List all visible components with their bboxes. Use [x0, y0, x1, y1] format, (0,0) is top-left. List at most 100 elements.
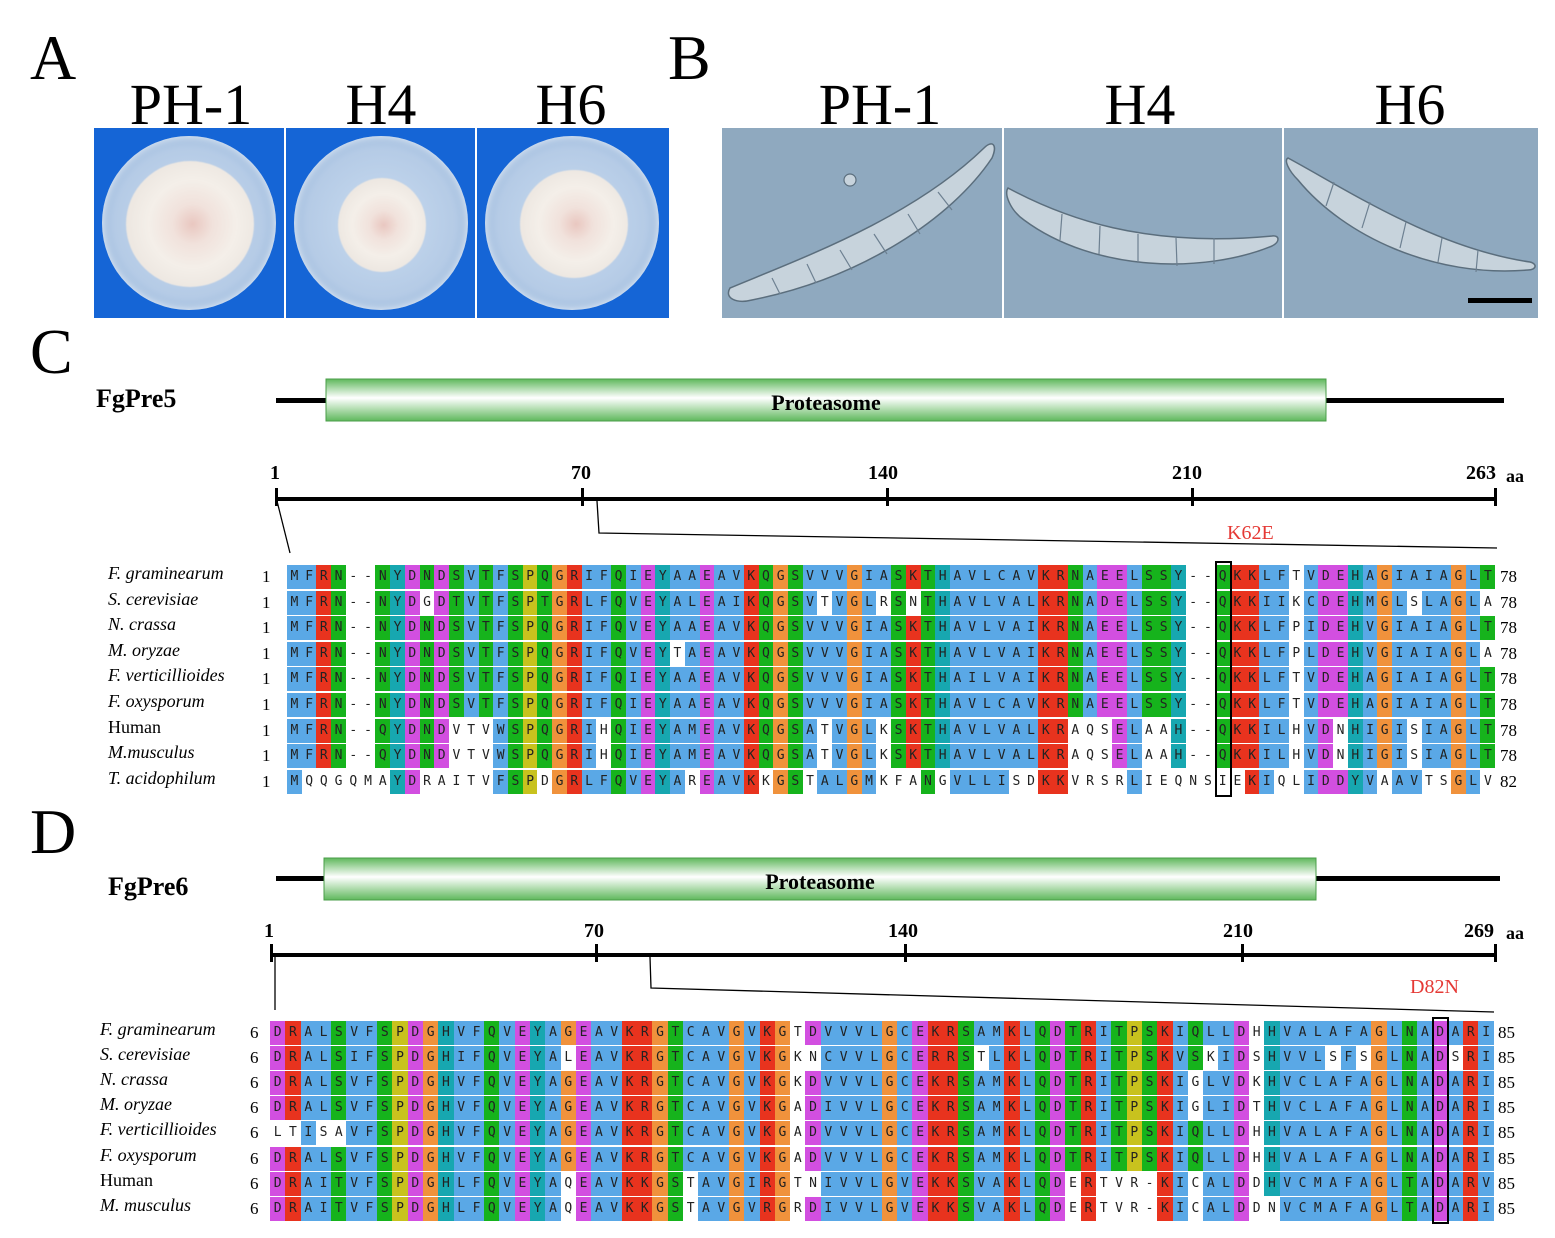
residue: V: [832, 693, 847, 717]
residue: D: [404, 718, 420, 743]
residue: -: [1189, 620, 1198, 636]
residue: K: [1244, 769, 1260, 794]
residue: S: [1141, 1121, 1158, 1146]
residue: -: [349, 722, 358, 738]
residue: L: [1310, 1071, 1326, 1096]
start-position: 6: [250, 1198, 259, 1218]
start-position: 6: [250, 1073, 259, 1093]
residue: D: [434, 565, 450, 589]
residue: H: [935, 616, 951, 641]
residue: D: [805, 1196, 821, 1221]
residue: D: [1318, 693, 1334, 717]
species-name: M. musculus: [100, 1194, 191, 1215]
residue: Y: [655, 565, 671, 589]
residue: A: [793, 1100, 802, 1116]
residue: V: [499, 1046, 515, 1071]
start-position: 6: [250, 1123, 259, 1143]
residue: -: [1203, 748, 1212, 764]
residue: F: [361, 1021, 378, 1045]
residue: G: [552, 667, 567, 692]
residue: L: [1019, 1021, 1035, 1045]
residue: S: [449, 616, 464, 641]
end-position: 85: [1498, 1198, 1515, 1218]
residue: A: [1436, 693, 1452, 717]
residue: G: [422, 1171, 439, 1196]
residue: K: [1244, 693, 1260, 717]
residue: I: [861, 693, 877, 717]
residue: N: [809, 1050, 817, 1066]
residue: E: [1112, 565, 1127, 589]
residue: D: [407, 1096, 423, 1121]
residue: T: [1480, 565, 1496, 589]
residue: L: [979, 744, 995, 769]
tick-label-c-210: 210: [1172, 462, 1202, 484]
residue: Q: [1215, 641, 1230, 666]
residue: V: [744, 1071, 760, 1096]
residue: G: [552, 616, 567, 641]
residue: N: [331, 590, 346, 615]
residue: H: [1347, 565, 1363, 589]
residue: I: [1096, 1096, 1112, 1121]
residue: E: [912, 1171, 928, 1196]
residue: K: [1157, 1021, 1173, 1045]
residue: E: [1333, 693, 1348, 717]
conidia-micrograph-ph1: [722, 128, 1002, 318]
residue: V: [713, 1146, 729, 1171]
residue: L: [866, 1146, 882, 1171]
residue: -: [1203, 697, 1212, 712]
residue: A: [591, 1021, 607, 1045]
residue: L: [1218, 1171, 1234, 1196]
residue: H: [438, 1146, 454, 1171]
residue: Y: [530, 1096, 546, 1121]
residue: Y: [655, 616, 671, 641]
residue: A: [698, 1046, 714, 1071]
residue: F: [1274, 565, 1289, 589]
residue: V: [453, 1021, 469, 1045]
residue: V: [851, 1046, 867, 1071]
residue: T: [806, 773, 814, 789]
residue: E: [640, 693, 656, 717]
residue: D: [1233, 1171, 1249, 1196]
residue: S: [1156, 641, 1172, 666]
residue: A: [973, 1146, 989, 1171]
residue: I: [1421, 718, 1437, 743]
residue: A: [973, 1096, 989, 1121]
end-position: 85: [1498, 1173, 1515, 1193]
residue: A: [1356, 1096, 1372, 1121]
residue: V: [482, 748, 490, 764]
residue: Y: [530, 1121, 546, 1146]
residue: N: [1067, 565, 1083, 589]
residue: A: [1417, 1046, 1433, 1071]
residue: T: [1099, 1175, 1108, 1191]
residue: V: [802, 667, 818, 692]
residue: R: [1130, 1200, 1139, 1216]
residue: Q: [1034, 1071, 1051, 1096]
residue: E: [1097, 616, 1113, 641]
residue: G: [1371, 1171, 1387, 1196]
residue: R: [285, 1021, 301, 1045]
residue: V: [1071, 773, 1080, 789]
residue: D: [1097, 590, 1113, 615]
residue: P: [392, 1046, 408, 1071]
residue: L: [1310, 1096, 1326, 1121]
residue: L: [1259, 667, 1275, 692]
residue: V: [1303, 667, 1319, 692]
residue: F: [493, 693, 509, 717]
residue: V: [1406, 769, 1422, 794]
residue: T: [478, 641, 494, 666]
strain-label-h6-b: H6: [1374, 72, 1446, 137]
residue: G: [1451, 667, 1466, 692]
residue: Q: [564, 1175, 573, 1191]
residue: A: [1082, 590, 1098, 615]
residue: N: [809, 1175, 817, 1191]
residue: A: [300, 1071, 316, 1096]
residue: V: [832, 565, 847, 589]
panel-label-d: D: [30, 796, 77, 867]
residue: A: [876, 693, 892, 717]
residue: T: [920, 744, 936, 769]
residue: K: [759, 1146, 775, 1171]
residue: K: [1004, 1146, 1020, 1171]
residue: D: [1432, 1146, 1448, 1171]
species-name: N. crassa: [100, 1069, 169, 1090]
residue: E: [640, 744, 656, 769]
